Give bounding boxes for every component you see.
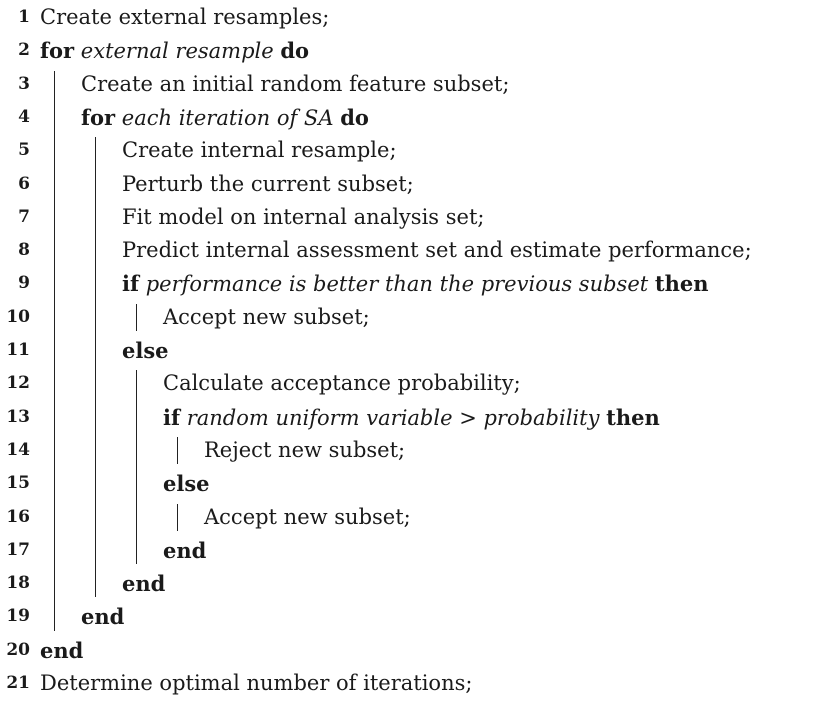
line-number: 2 (18, 40, 30, 61)
line-number: 4 (18, 106, 30, 127)
line-number: 5 (18, 140, 30, 161)
line-code: else (122, 334, 169, 368)
line-code: if performance is better than the previo… (122, 267, 709, 301)
keyword: for (40, 38, 75, 64)
line-code: if random uniform variable > probability… (163, 401, 660, 435)
line-number: 20 (6, 639, 30, 660)
keyword: end (163, 537, 207, 563)
line-code: Predict internal assessment set and esti… (122, 234, 752, 267)
line-number: 1 (18, 7, 30, 27)
line-code: Perturb the current subset; (122, 168, 414, 201)
line-number: 9 (18, 273, 30, 294)
line-number: 15 (6, 473, 30, 494)
condition-text: random uniform variable > probability (186, 405, 600, 430)
condition-text: performance is better than the previous … (145, 272, 649, 297)
statement-text (139, 272, 146, 296)
line-code: Accept new subset; (163, 301, 370, 334)
line-code: Reject new subset; (204, 434, 405, 467)
statement-text: Calculate acceptance probability; (163, 371, 521, 396)
line-number: 6 (18, 173, 30, 194)
line-number: 21 (6, 673, 30, 693)
line-code: end (81, 600, 124, 634)
line-number: 14 (6, 439, 30, 460)
line-code: Create internal resample; (122, 134, 397, 167)
block-guide-line (54, 70, 55, 631)
statement-text (648, 272, 655, 296)
block-guide-line (136, 370, 137, 565)
line-code: end (122, 567, 165, 601)
line-code: Calculate acceptance probability; (163, 367, 521, 400)
line-code: for external resample do (40, 34, 309, 68)
line-code: end (40, 634, 83, 668)
line-code: Create external resamples; (40, 1, 329, 34)
line-number: 18 (6, 573, 30, 594)
keyword: for (81, 104, 116, 130)
line-code: Accept new subset; (204, 501, 411, 534)
line-code: end (163, 534, 206, 568)
keyword: do (280, 38, 310, 64)
line-code: Fit model on internal analysis set; (122, 201, 484, 234)
line-code: else (163, 467, 210, 501)
block-guide-line (177, 436, 178, 465)
line-number: 12 (6, 373, 30, 394)
line-number: 16 (6, 506, 30, 527)
statement-text: Reject new subset; (204, 437, 406, 462)
statement-text (180, 406, 187, 430)
line-number: 7 (18, 206, 30, 227)
statement-text: Create external resamples; (40, 5, 330, 29)
keyword: if (163, 404, 181, 430)
line-number: 13 (6, 406, 30, 427)
keyword: end (40, 637, 84, 663)
statement-text: Accept new subset; (163, 304, 370, 329)
statement-text (74, 39, 81, 63)
keyword: then (606, 404, 660, 430)
keyword: then (654, 271, 709, 297)
statement-text: Create an initial random feature subset; (81, 71, 510, 96)
statement-text: Determine optimal number of iterations; (40, 671, 473, 695)
keyword: else (163, 471, 210, 497)
condition-text: external resample (80, 39, 274, 64)
statement-text: Create internal resample; (122, 138, 397, 163)
statement-text: Accept new subset; (204, 504, 411, 529)
block-guide-line (136, 303, 137, 331)
condition-text: each iteration of SA (121, 105, 334, 130)
line-code: Create an initial random feature subset; (81, 68, 509, 101)
block-guide-line (95, 137, 96, 598)
keyword: end (122, 571, 166, 597)
line-code: Determine optimal number of iterations; (40, 667, 472, 700)
statement-text: Perturb the current subset; (122, 171, 414, 196)
line-number: 3 (18, 73, 30, 94)
line-number: 19 (6, 606, 30, 627)
keyword: else (122, 338, 169, 363)
statement-text: Fit model on internal analysis set; (122, 204, 485, 229)
statement-text: Predict internal assessment set and esti… (122, 238, 752, 263)
line-number: 17 (6, 539, 30, 560)
line-code: for each iteration of SA do (81, 101, 369, 135)
keyword: if (122, 271, 140, 297)
keyword: do (340, 104, 369, 130)
line-number: 8 (18, 240, 30, 261)
line-number: 10 (6, 306, 30, 327)
keyword: end (81, 604, 125, 630)
statement-text (115, 106, 122, 130)
block-guide-line (177, 503, 178, 531)
line-number: 11 (6, 340, 30, 360)
